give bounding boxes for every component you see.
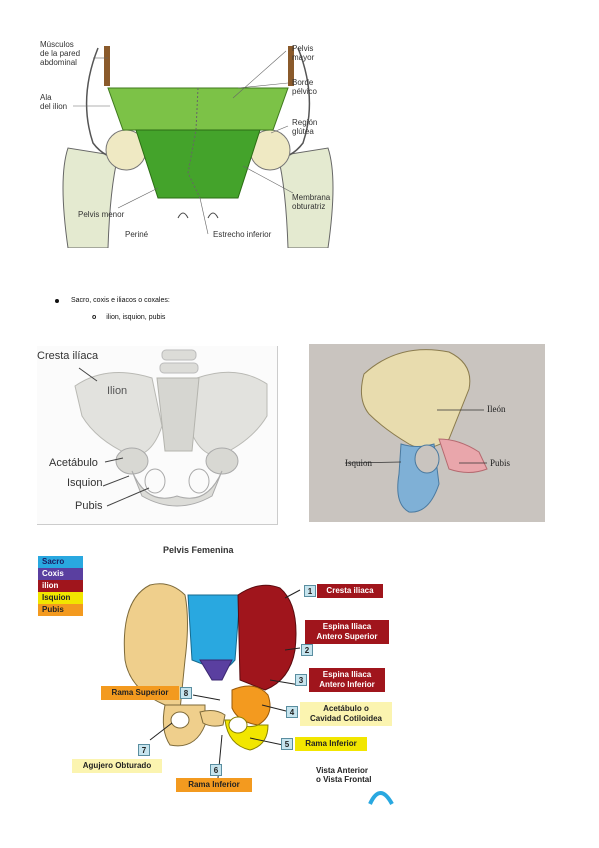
hip-bone-diagram: Ileón Isquion Pubis (309, 344, 545, 522)
pelvis-femenina-illustration (123, 583, 394, 806)
label-perine: Periné (125, 230, 149, 239)
sub-bullet-marker: o (92, 314, 97, 321)
callout-number-2: 2 (301, 644, 313, 656)
label-borde-pelvico: Borde pélvico (292, 78, 317, 96)
label-ilion: Ilion (107, 385, 128, 397)
sub-bullet-item: o ilion, isquion, pubis (92, 314, 170, 321)
label-pubis: Pubis (75, 500, 103, 512)
callout-number-3: 3 (295, 674, 307, 686)
legend-isquion: Isquion (38, 592, 83, 604)
label-pelvis-menor: Pelvis menor (78, 210, 125, 219)
label-region-glutea: Región glútea (292, 118, 318, 136)
callout-number-4: 4 (286, 706, 298, 718)
callout-agujero-obturado: Agujero Obturado (72, 759, 162, 773)
callout-number-7: 7 (138, 744, 150, 756)
callout-number-1: 1 (304, 585, 316, 597)
diagram-title: Pelvis Femenina (163, 545, 234, 555)
label-ileon: Ileón (487, 404, 506, 414)
label-estrecho-inferior: Estrecho inferior (213, 230, 272, 239)
label-isquion: Isquion (67, 477, 103, 489)
callout-rama-inferior-6: Rama Inferior (176, 778, 252, 792)
callout-number-8: 8 (180, 687, 192, 699)
label-musculos: Músculos de la pared abdominal (40, 40, 81, 67)
callout-number-6: 6 (210, 764, 222, 776)
callout-number-5: 5 (281, 738, 293, 750)
pelvis-diagram-2: Cresta ilíaca Ilion Acetábulo Isquion Pu… (37, 346, 278, 525)
label-pelvis-mayor: Pelvis mayor (292, 44, 315, 62)
label-isquion-3: Isquion (345, 458, 372, 468)
bullet-text: Sacro, coxis e iliacos o coxales: (71, 297, 170, 304)
label-cresta-iliaca: Cresta ilíaca (37, 350, 99, 362)
hip-bone-diagram-illustration (344, 349, 488, 513)
legend-coxis: Coxis (38, 568, 83, 580)
bullet-item: Sacro, coxis e iliacos o coxales: (55, 297, 170, 304)
bullet-dot (55, 298, 59, 303)
pelvis-diagram-1-illustration (62, 46, 334, 249)
pelvis-diagram-2-illustration (37, 346, 277, 524)
label-membrana-obturatriz: Membrana obturatriz (292, 193, 331, 211)
callout-espina-antero-inferior: Espina Iliaca Antero Inferior (309, 668, 385, 692)
sub-bullet-text: ilion, isquion, pubis (106, 314, 166, 321)
callout-cresta-iliaca: Cresta iliaca (317, 584, 383, 598)
callout-acetabulo: Acetábulo o Cavidad Cotiloidea (300, 702, 392, 726)
label-pubis-3: Pubis (490, 458, 511, 468)
pelvis-diagram-1: Músculos de la pared abdominal Ala del i… (38, 38, 358, 249)
label-acetabulo: Acetábulo (49, 457, 98, 469)
callout-espina-antero-superior: Espina Iliaca Antero Superior (305, 620, 389, 644)
pelvis-femenina-diagram: Pelvis Femenina Sacro Coxis ilion Isquio… (0, 540, 599, 810)
callout-rama-inferior-5: Rama Inferior (295, 737, 367, 751)
legend-sacro: Sacro (38, 556, 83, 568)
legend-pubis: Pubis (38, 604, 83, 616)
callout-rama-superior: Rama Superior (101, 686, 179, 700)
label-ala-ilion: Ala del ilion (40, 93, 68, 111)
bullet-list: Sacro, coxis e iliacos o coxales: o ilio… (55, 297, 170, 321)
view-label: Vista Anterior o Vista Frontal (316, 766, 372, 784)
legend-ilion: ilion (38, 580, 83, 592)
